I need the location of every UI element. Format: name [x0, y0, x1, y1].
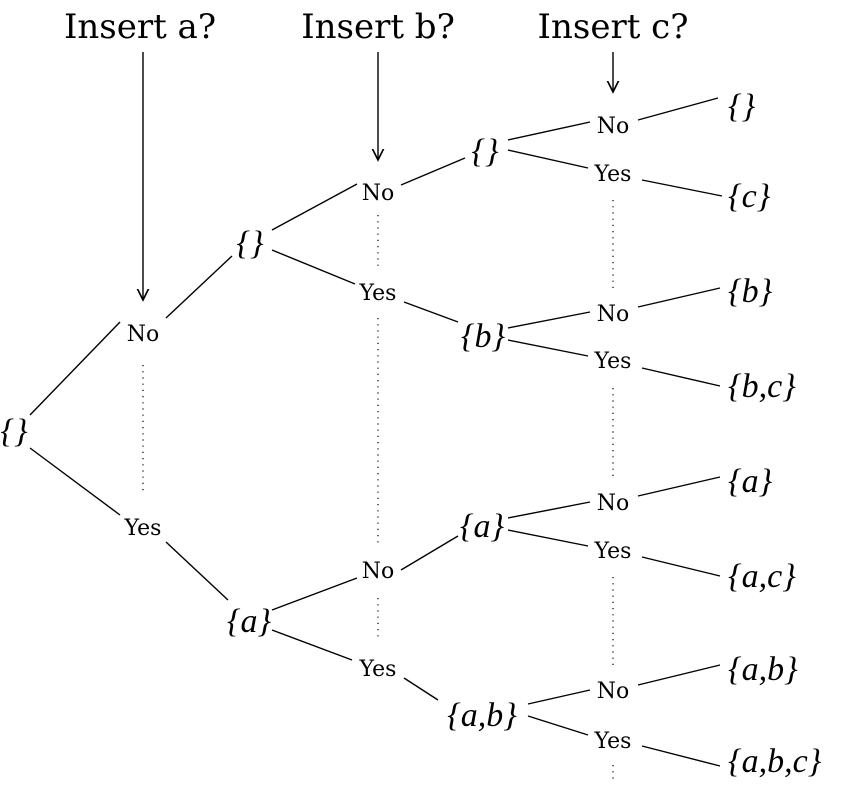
header-insert-c: Insert c?	[538, 7, 689, 47]
label-no: No	[127, 322, 160, 347]
label-no: No	[597, 679, 630, 704]
leaf-node: {a,c}	[728, 558, 796, 595]
leaf-node: {}	[728, 88, 756, 125]
node-l2: {a,b}	[447, 697, 517, 734]
label-yes: Yes	[594, 539, 632, 564]
node-l2: {b}	[461, 318, 506, 355]
node-root: {}	[0, 413, 28, 450]
label-yes: Yes	[594, 349, 632, 374]
label-no: No	[362, 181, 395, 206]
dotted-guides	[142, 200, 614, 780]
leaf-node: {a,b}	[728, 651, 798, 688]
node-l2: {a}	[460, 508, 505, 545]
tree-edges	[29, 97, 723, 767]
label-yes: Yes	[359, 657, 397, 682]
leaf-node: {b,c}	[728, 368, 796, 405]
header-insert-a: Insert a?	[64, 7, 216, 47]
leaf-node: {a}	[728, 463, 773, 500]
label-yes: Yes	[359, 281, 397, 306]
leaf-node: {c}	[728, 178, 771, 215]
header-insert-b: Insert b?	[301, 7, 455, 47]
label-no: No	[597, 491, 630, 516]
leaf-node: {b}	[728, 273, 773, 310]
node-l1: {}	[236, 225, 264, 262]
node-l1: {a}	[227, 603, 272, 640]
label-no: No	[362, 559, 395, 584]
leaf-node: {a,b,c}	[728, 743, 822, 780]
label-yes: Yes	[124, 516, 162, 541]
label-yes: Yes	[594, 729, 632, 754]
label-yes: Yes	[594, 162, 632, 187]
label-no: No	[597, 302, 630, 327]
node-l2: {}	[471, 133, 499, 170]
label-no: No	[597, 114, 630, 139]
